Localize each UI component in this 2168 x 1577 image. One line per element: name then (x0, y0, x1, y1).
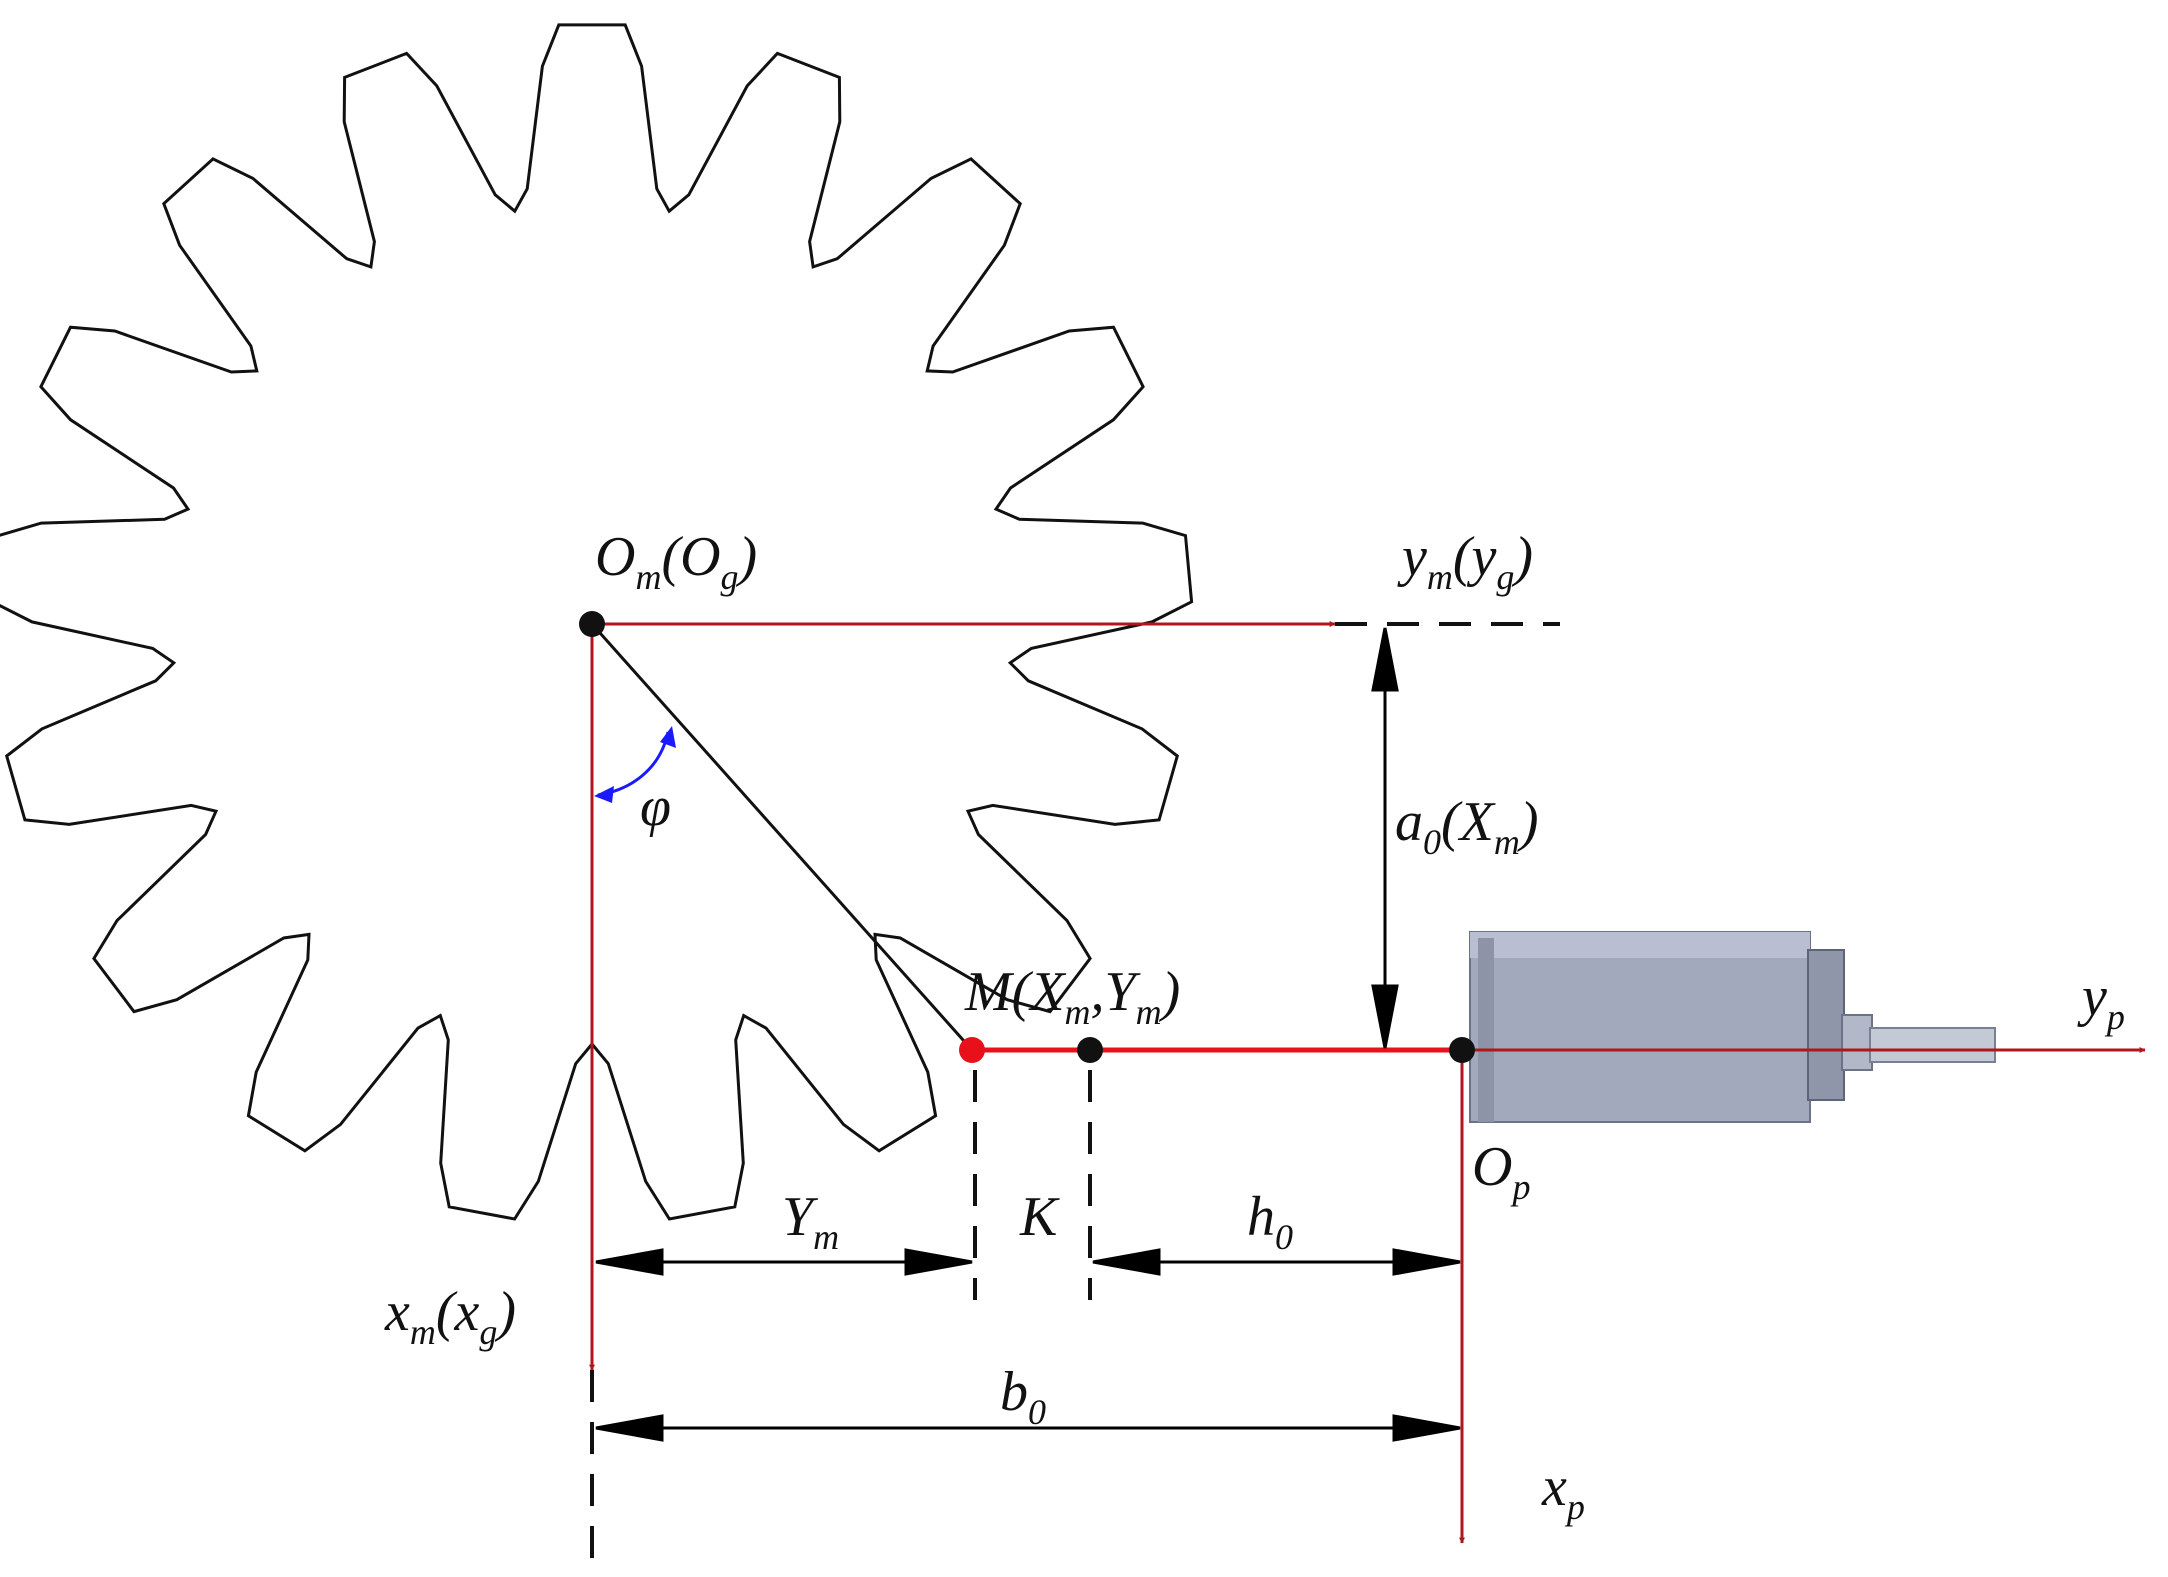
label-b0: b0 (1000, 1361, 1046, 1432)
label-op: Op (1472, 1136, 1530, 1207)
label-origin-om: Om(Og) (595, 526, 757, 597)
point-m (959, 1037, 985, 1063)
point-k (1077, 1037, 1103, 1063)
label-point-m: M(Xm,Ym) (964, 961, 1180, 1032)
angle-phi-arrowhead-top (660, 726, 676, 748)
label-ym-yg: ym(yg) (1397, 526, 1533, 597)
origin-op-point (1449, 1037, 1475, 1063)
label-xp: xp (1541, 1456, 1585, 1527)
label-phi: φ (640, 776, 671, 838)
label-a0: a0(Xm) (1395, 791, 1539, 862)
dashed-lines (590, 622, 1560, 1560)
gear-outline (0, 23, 1194, 1221)
angle-phi-arrowhead-left (594, 786, 614, 803)
radius-line (590, 623, 974, 1051)
label-h0: h0 (1247, 1186, 1293, 1257)
label-Ym: Ym (782, 1186, 839, 1257)
dimension-lines (595, 627, 1461, 1442)
label-xm-xg: xm(xg) (384, 1281, 516, 1352)
origin-om-point (579, 611, 605, 637)
coordinate-axes (589, 621, 2146, 1544)
label-K: K (1019, 1186, 1060, 1248)
displacement-sensor (1469, 931, 1996, 1123)
label-yp: yp (2077, 966, 2125, 1037)
